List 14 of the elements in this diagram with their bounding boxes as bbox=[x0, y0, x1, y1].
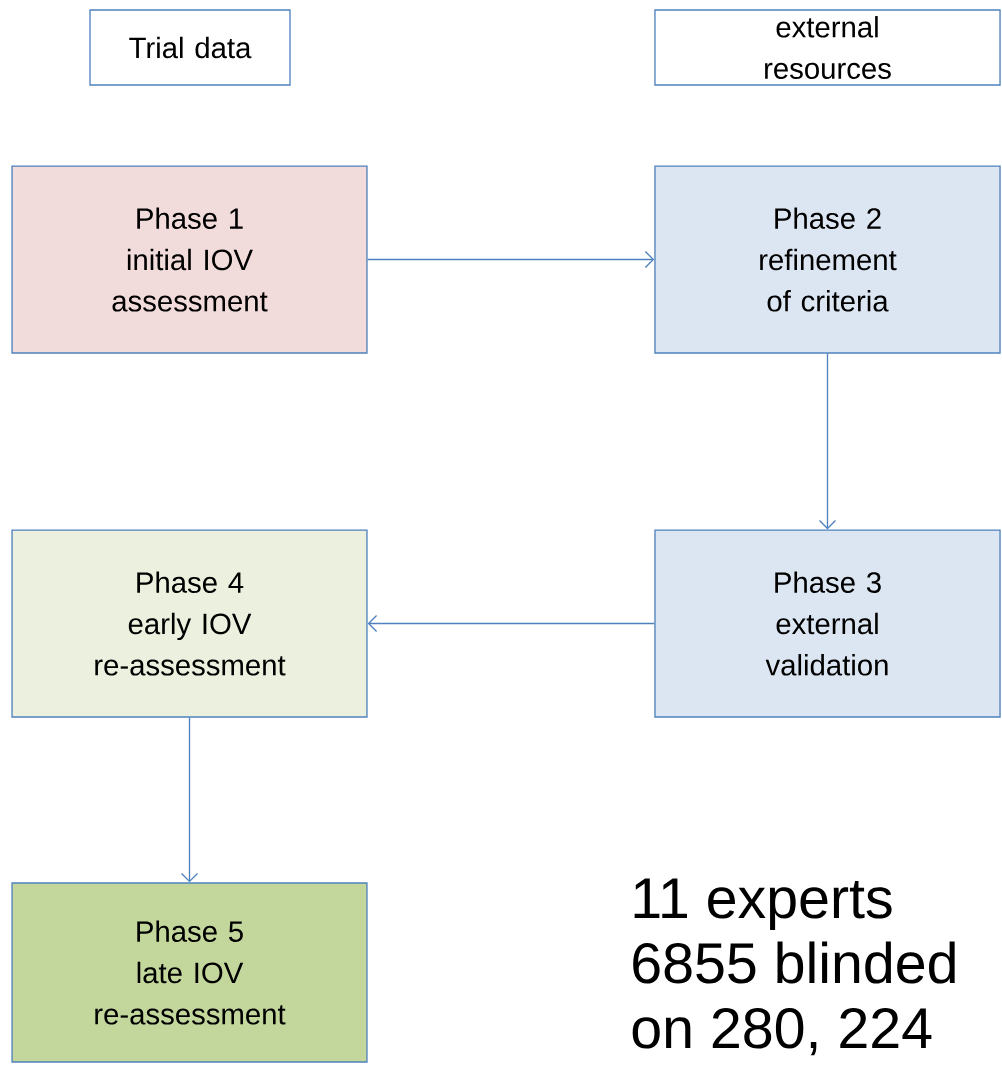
process-box: Phase 1 initial IOV assessment bbox=[11, 165, 368, 354]
process-box: Phase 4 early IOV re-assessment bbox=[11, 529, 368, 718]
arrow bbox=[818, 352, 837, 530]
note-text: on 280, 224 bbox=[632, 1007, 932, 1056]
arrow bbox=[367, 614, 655, 633]
process-box: Phase 2 refinement of criteria bbox=[654, 165, 1001, 354]
process-box: Phase 5 late IOV re-assessment bbox=[11, 882, 368, 1063]
arrow bbox=[180, 716, 199, 883]
header-box: external resources bbox=[654, 9, 1001, 86]
process-box: Phase 3 external validation bbox=[654, 529, 1001, 718]
note-text: 6855 blinded bbox=[633, 941, 955, 984]
note-text: 11 experts bbox=[634, 878, 892, 930]
header-box: Trial data bbox=[89, 9, 291, 86]
arrow bbox=[366, 250, 655, 269]
